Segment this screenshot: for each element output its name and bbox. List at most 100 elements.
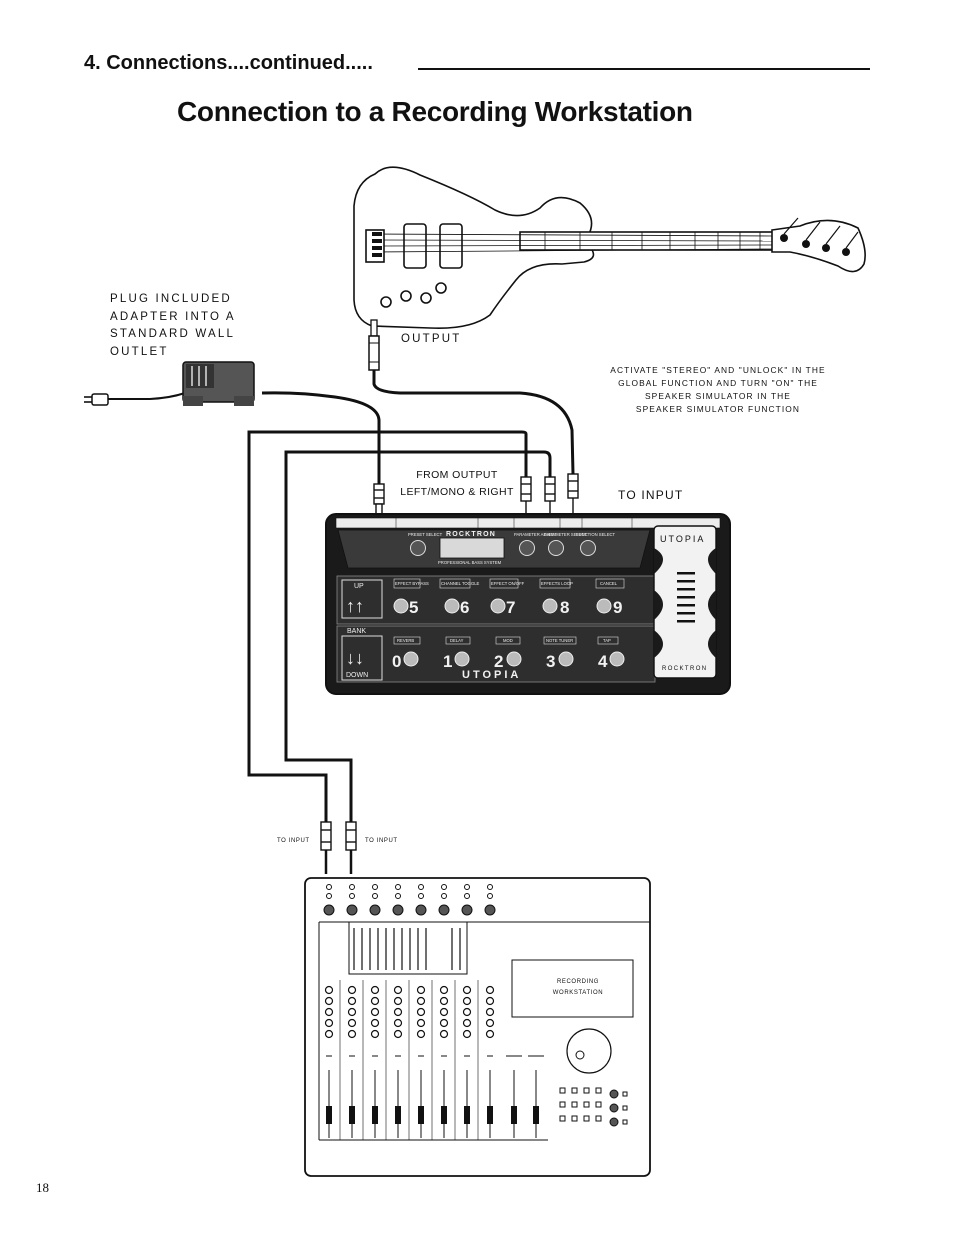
svg-text:ADAPTER INTO A: ADAPTER INTO A [110,311,236,323]
footswitch-mod: MOD 2 [494,636,522,671]
svg-text:EFFECT ON/OFF: EFFECT ON/OFF [491,581,525,586]
control-knob-1 [380,296,392,308]
footswitch-reverb: REVERB 0 [392,636,421,671]
output-left-jack-plug-icon [520,476,532,514]
svg-text:0: 0 [392,652,401,671]
level-meters [348,921,468,975]
mixer-channel-strips [323,884,544,1140]
bank-up-panel [341,579,383,619]
svg-text:MOD: MOD [503,638,513,643]
utopia-logo-bottom: UTOPIA [462,669,521,681]
output-right-cable [284,450,552,822]
section-rule [418,68,870,70]
footswitch-row-bottom: REVERB 0 DELAY 1 MOD 2 NOTE TUNER 3 [392,636,625,671]
svg-text:1: 1 [443,652,452,671]
adapter-label: PLUG INCLUDED ADAPTER INTO A STANDARD WA… [110,293,236,358]
master-fader [506,1055,522,1138]
bank-down-panel [341,635,383,681]
guitar-headstock [771,219,866,273]
control-knob-3 [420,292,432,304]
svg-text:LEFT/MONO & RIGHT: LEFT/MONO & RIGHT [400,486,514,498]
guitar-cable [372,370,575,475]
control-knob-2 [400,290,412,302]
svg-text:6: 6 [460,598,469,617]
master-fader [528,1055,544,1138]
svg-text:GLOBAL FUNCTION AND TURN "ON": GLOBAL FUNCTION AND TURN "ON" THE [618,378,818,388]
footswitch-delay: DELAY 1 [443,636,471,671]
bank-up-arrows-icon: ↑↑ [346,596,364,616]
bank-down-arrows-icon: ↓↓ [346,648,364,668]
guitar-output-label: OUTPUT [401,333,461,345]
svg-text:OUTLET: OUTLET [110,346,169,358]
svg-text:PARAMETER ADJUST: PARAMETER ADJUST [514,532,557,537]
preset-display [439,537,505,559]
footswitch-note-tuner: NOTE TUNER 3 [543,636,577,671]
power-jack-plug-icon [373,483,385,515]
channel-strip [438,884,456,1140]
utopia-knobs: PRESET SELECT PARAMETER ADJUST PARAMETER… [408,532,616,556]
expression-pedal: UTOPIA ROCKTRON [653,525,717,679]
svg-text:PLUG INCLUDED: PLUG INCLUDED [110,293,232,305]
mixer-right-jack-plug-icon [345,821,357,874]
channel-strip [461,884,479,1140]
mixer-right-input-label: TO INPUT [365,838,398,844]
footswitch-channel-toggle: CHANNEL TOGGLE 6 [439,578,480,617]
svg-text:PARAMETER SELECT: PARAMETER SELECT [544,532,588,537]
output-right-jack-plug-icon [544,476,556,514]
svg-text:5: 5 [409,598,418,617]
wall-plug-cord [108,392,186,400]
knob-parameter-select: PARAMETER SELECT [544,532,588,556]
from-output-label: FROM OUTPUT LEFT/MONO & RIGHT [400,469,514,498]
jog-wheel-dimple [575,1050,585,1060]
recording-workstation [304,877,651,1177]
utopia-subtitle: PROFESSIONAL BASS SYSTEM [438,560,502,565]
input-jack-plug-icon [567,473,579,514]
page-title: Connection to a Recording Workstation [177,96,693,127]
channel-strip [415,884,433,1140]
svg-text:DELAY: DELAY [450,638,464,643]
svg-text:NOTE TUNER: NOTE TUNER [546,638,573,643]
pedal-brand: ROCKTRON [662,666,708,672]
to-input-label: TO INPUT [618,488,683,502]
channel-strip [369,884,387,1140]
knob-parameter-adjust: PARAMETER ADJUST [514,532,557,556]
svg-text:7: 7 [506,598,515,617]
mixer-left-input-label: TO INPUT [277,838,310,844]
cables [247,370,575,822]
svg-text:RECORDING: RECORDING [557,979,599,985]
bank-down-label: DOWN [346,672,368,679]
svg-text:SPEAKER SIMULATOR IN THE: SPEAKER SIMULATOR IN THE [645,391,791,401]
footswitch-effect-bypass: EFFECT BYPASS 5 [393,578,429,617]
svg-text:PRESET SELECT: PRESET SELECT [408,532,443,537]
svg-text:CANCEL: CANCEL [600,581,618,586]
channel-strip [392,884,410,1140]
pedal-logo: UTOPIA [660,534,705,544]
utopia-pedalboard: ROCKTRON PROFESSIONAL BASS SYSTEM PRESET… [325,513,731,695]
guitar-body [353,166,595,330]
transport-buttons [559,1087,628,1127]
knob-preset-select: PRESET SELECT [408,532,443,556]
svg-text:REVERB: REVERB [397,638,414,643]
channel-strip [346,884,364,1140]
svg-text:3: 3 [546,652,555,671]
svg-text:8: 8 [560,598,569,617]
workstation-display-label: RECORDING WORKSTATION [553,979,603,996]
bass-guitar-icon [353,166,866,330]
mixer-left-jack-plug-icon [320,821,332,874]
section-heading: 4. Connections....continued..... [84,52,373,74]
output-left-cable [247,430,528,822]
footswitch-effects-loop: EFFECTS LOOP 8 [539,578,573,617]
svg-text:2: 2 [494,652,503,671]
utopia-brand: ROCKTRON [446,531,496,538]
wall-plug-icon [84,393,109,406]
footswitch-row-top: EFFECT BYPASS 5 CHANNEL TOGGLE 6 EFFECT … [393,578,625,617]
footswitch-cancel: CANCEL 9 [595,578,625,617]
mixer-input-plugs [320,821,357,874]
guitar-jack-plug-icon [368,319,380,371]
svg-text:SPEAKER SIMULATOR FUNCTION: SPEAKER SIMULATOR FUNCTION [636,404,800,414]
svg-text:FROM OUTPUT: FROM OUTPUT [416,469,498,481]
instructions-label: ACTIVATE "STEREO" AND "UNLOCK" IN THE GL… [610,365,824,414]
svg-text:4: 4 [598,652,608,671]
footswitch-tap: TAP 4 [597,636,625,671]
